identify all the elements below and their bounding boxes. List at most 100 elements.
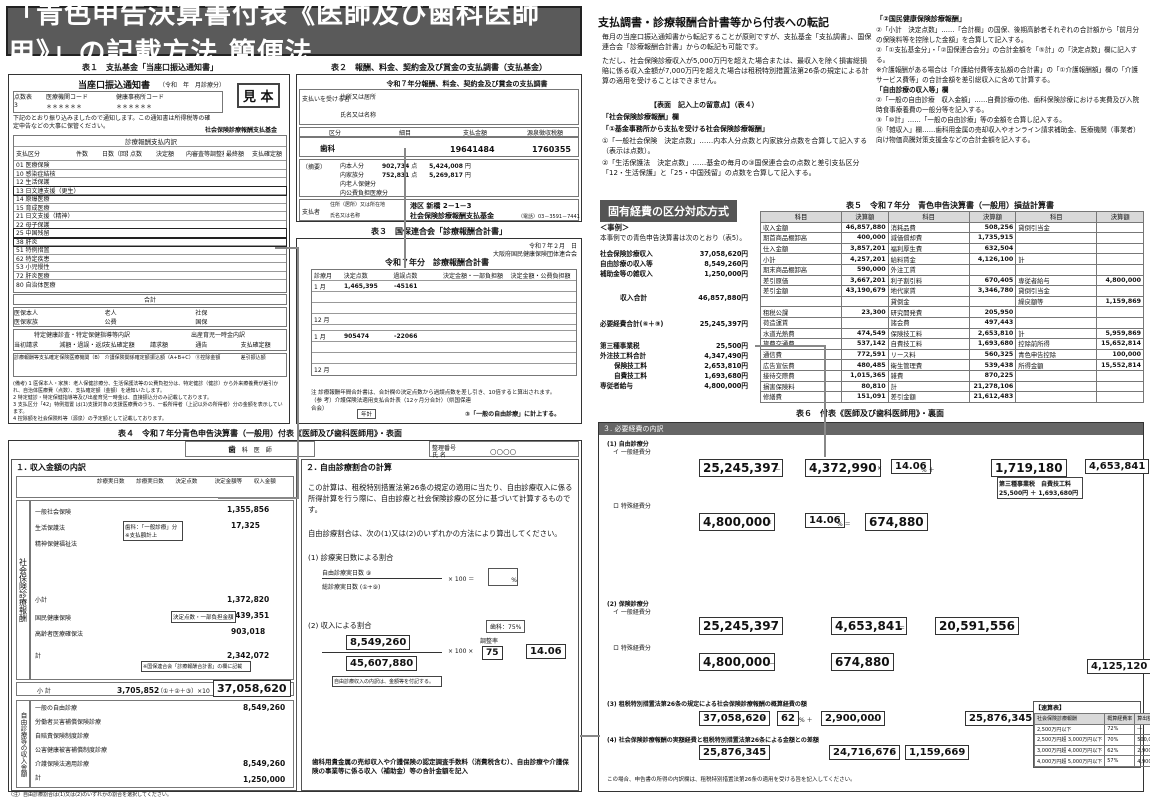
connector-line (755, 345, 825, 347)
special-free-expense: 674,880 (831, 653, 894, 671)
insurance-special-expense: 4,125,120 (1087, 659, 1150, 674)
unit: 点 (411, 163, 418, 170)
month-label: 1 月 (314, 283, 326, 291)
account-name: 計 (887, 380, 970, 393)
group-title: (4) 社会保険診療報酬の実額経費と租税特別措置法第26条による金額との差額 (607, 737, 819, 744)
page-title-banner: 「青色申告決算書付表《医師及び歯科医師用》」の記載方法 簡便法 (6, 0, 582, 69)
sub-amount: 5,269,817 (429, 172, 463, 179)
recipient-label: 住所又は居所 (340, 94, 377, 101)
col-header: 決定金額・公費負担額 (510, 272, 571, 280)
group-subtitle: イ 一般経費分 (613, 449, 651, 456)
equals-sign: ＝ (889, 751, 896, 758)
table1-total-row: 合計 (13, 294, 287, 305)
approx-rate-value: 62 (777, 711, 799, 726)
payer-label: 支払者 (302, 209, 321, 216)
table3-org: 大阪府国民健康保険団体連合会 (492, 251, 577, 258)
account-name (1015, 306, 1098, 318)
note-line: 「①基金事務所から支払を受ける社会保険診療報酬」 (602, 125, 769, 133)
fund-label: 出産育児一時金内訳 (190, 332, 245, 339)
col-header: 件数 (76, 151, 89, 158)
account-name: 貸倒引当金 (1015, 221, 1098, 234)
example-value: 1,250,000円 (704, 270, 748, 278)
free-ratio-value: 14.06 (526, 644, 566, 659)
example-value: 25,500円 (715, 342, 748, 350)
row-label: 小 計 (37, 688, 51, 695)
approx-addition-value: 2,900,000 (821, 711, 886, 726)
table2-heading: 令和７年分報酬、料金、契約金及び賞金の支払調書 (386, 80, 548, 88)
group-subtitle: ロ 特殊経費分 (613, 645, 651, 652)
insurance-general-expense: 20,591,556 (935, 617, 1019, 635)
misc-income-value: 1,250,000 (243, 775, 286, 784)
col-header: 科目 (759, 211, 843, 223)
minus-sign: － (775, 467, 782, 474)
sub-label: 社保 (195, 310, 208, 317)
account-name (1015, 263, 1098, 276)
account-name: 接待交際費 (759, 369, 843, 382)
table-row: 旅費交通費537,142自費技工料1,693,680控除前所得15,652,81… (759, 338, 1144, 350)
insurance-income-value: 37,058,620 (699, 711, 771, 726)
example-value: 4,347,490円 (704, 352, 748, 360)
note-line: ※介護報酬がある場合は「介護給付費等支払額の合計書」の「①介護報酬額」欄の「介護… (876, 66, 1138, 84)
sub-amount: 5,424,008 (429, 163, 463, 170)
table-row: 介護保険法適用診療 (35, 761, 90, 768)
account-amount: 560,325 (968, 348, 1017, 361)
free-ratio-value: 14.06 (891, 459, 931, 474)
times-100: × 100 × (448, 648, 474, 655)
total-income-input: 45,607,880 (346, 656, 418, 671)
table1-breakdown: 診療報酬支払内訳 支払区分 件数 日数（回数） 点数 決定額 内審査等調整額 最… (13, 135, 287, 293)
account-name: 自費技工料 (887, 338, 970, 350)
account-name: 保険技工料 (887, 327, 970, 340)
rate-cell: 2,500万円以下 (1033, 723, 1106, 736)
rate-cell: 70% (1104, 734, 1136, 746)
account-name (759, 295, 843, 308)
bubble-text: 歯科：「一般診療」分 (125, 525, 178, 531)
free-expense-total: 4,653,841 (1085, 459, 1150, 474)
code-label: 医療機関コード (46, 94, 89, 101)
fund-col: 通告 (195, 342, 208, 349)
group-title: (2) 保険診療分 (607, 601, 649, 608)
table-row: 80 自治体医療 (16, 281, 56, 289)
example-label: 自費技工料 (614, 372, 647, 380)
bubble-note: ※国保連合会「診療報酬合計書」の欄に記載 (141, 661, 251, 672)
table-row: 72 肝炎医療 (16, 272, 50, 280)
account-amount: 100,000 (1096, 348, 1144, 361)
account-name: 広告宣伝費 (759, 359, 843, 371)
payer-name: 社会保険診療報酬支払基金 (410, 212, 494, 220)
free-income-value: 8,549,260 (243, 703, 286, 712)
account-amount: 15,652,814 (1096, 338, 1144, 350)
table-row: 25 中国残留 (16, 230, 50, 238)
rate-cell: 4,000万円超 5,000万円以下 (1033, 755, 1106, 767)
account-name: 期首商品棚卸高 (759, 232, 843, 244)
table-row: 14 原爆医療 (16, 196, 50, 204)
account-amount: 80,810 (841, 380, 889, 393)
account-amount: 46,857,880 (841, 221, 889, 234)
example-text: 本事例での青色申告決算書は次のとおり（表5）。 (600, 234, 746, 242)
points-value: 17,325 (231, 521, 260, 530)
bottom-col: 差引振込額 (240, 355, 266, 361)
table2-payment-record: 令和７年分報酬、料金、契約金及び賞金の支払調書 支払いを受ける者 住所又は居所 … (296, 74, 582, 222)
col-header: 支払区分 (16, 151, 41, 158)
payer-address: 港区 新橋 2－1－3 (410, 202, 472, 210)
adjust-label: 調整率 (480, 638, 499, 645)
account-name: 貸倒金 (887, 295, 970, 308)
bubble-note: 決定点数・一部負担金額 (171, 611, 236, 623)
note-line: 3 支払区分「42」特例措置 は(1)支援対象の支援医療費のうち、一般所得者（上… (13, 402, 283, 415)
paragraph: 毎月の当座口振込通知書から転記することが原則ですが、支払基金「支払調書」、国保連… (602, 33, 872, 51)
account-name: 水道光熱費 (759, 327, 843, 340)
account-amount (1096, 221, 1144, 234)
table4-section1: １. 収入金額の内訳 診療実日数 診療実日数 決定点数 決定金額等 収入金額 社… (11, 459, 297, 791)
note-line: 4 控除額を社会保険料等（源泉）の予定額として記載しております。 (13, 416, 167, 422)
times-sign: × (761, 715, 767, 722)
table-row: 21 日文支援（精神） (16, 213, 74, 221)
account-amount (841, 316, 889, 329)
col-header: 診療実日数 (97, 479, 125, 485)
fund-col: 当初請求 (14, 342, 39, 349)
